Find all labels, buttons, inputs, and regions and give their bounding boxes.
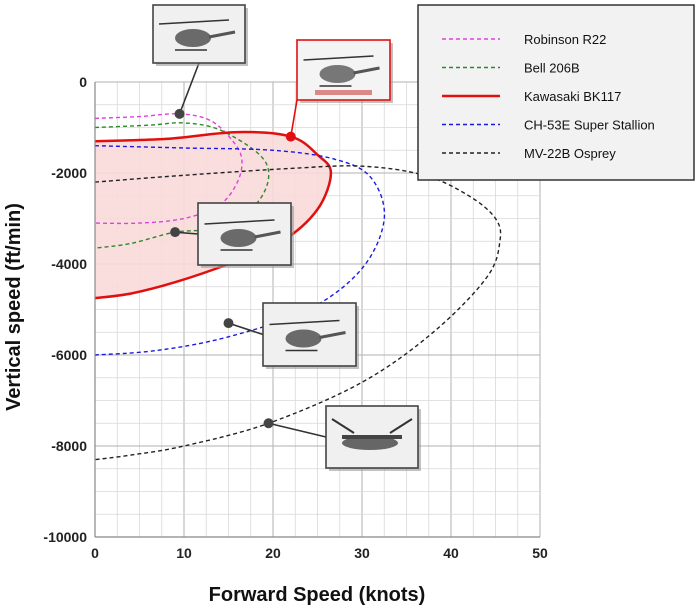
y-tick-label: -8000 (51, 438, 87, 454)
rotor-blade-shape (303, 55, 374, 61)
x-tick-label: 40 (443, 545, 459, 561)
fuselage-shape (285, 329, 322, 348)
tiltrotor-photo-mv22b (325, 405, 421, 471)
callout-marker (223, 318, 234, 329)
rotor-blade-shape (331, 418, 355, 434)
rotor-blade-shape (389, 418, 413, 434)
callout-leader-line (228, 322, 264, 336)
fuselage-shape (319, 65, 356, 83)
x-tick-label: 0 (91, 545, 99, 561)
x-tick-label: 50 (532, 545, 548, 561)
wing-shape (342, 435, 402, 439)
y-tick-label: -10000 (43, 529, 87, 545)
x-tick-label: 30 (354, 545, 370, 561)
y-tick-label: -6000 (51, 347, 87, 363)
callout-leader-line (268, 422, 327, 438)
callout-marker (285, 131, 296, 142)
tail-boom-shape (319, 331, 346, 339)
x-axis-title: Forward Speed (knots) (209, 584, 426, 606)
helicopter-photo-bell-206b (197, 202, 294, 268)
rotor-blade-shape (204, 219, 275, 225)
series-lines (94, 113, 502, 461)
legend-box (417, 4, 695, 181)
tail-boom-shape (208, 30, 236, 39)
y-tick-label: -4000 (51, 256, 87, 272)
callouts (152, 4, 421, 471)
legend-label: Robinson R22 (524, 32, 606, 47)
tail-boom-shape (254, 230, 281, 239)
helicopter-photo-kawasaki-bk117 (296, 39, 393, 103)
y-axis-title: Vertical speed (ft/min) (3, 203, 25, 411)
series-line-ch-53e-super-stallion (94, 145, 386, 356)
legend-label: Bell 206B (524, 61, 580, 76)
y-tick-label: 0 (79, 74, 87, 90)
legend-label: CH-53E Super Stallion (524, 118, 655, 133)
legend-label: Kawasaki BK117 (524, 89, 621, 104)
callout-marker (174, 108, 185, 119)
aircraft-body-shape (342, 436, 398, 450)
callout-marker (263, 418, 274, 429)
helicopter-photo-ch53e (262, 302, 359, 369)
series-line-robinson-r22 (94, 113, 243, 225)
fuselage-shape (220, 229, 257, 247)
x-tick-label: 10 (176, 545, 192, 561)
axes (94, 82, 540, 538)
rotor-blade-shape (269, 319, 340, 326)
x-tick-label: 20 (265, 545, 281, 561)
helicopter-photo-robinson-r22 (152, 4, 248, 66)
callout-marker (170, 227, 181, 238)
series-line-bell-206b (94, 122, 270, 249)
tail-boom-shape (353, 66, 380, 75)
callout-leader-line (290, 99, 298, 137)
legend-label: MV-22B Osprey (524, 146, 616, 161)
tick-labels: 0 10 20 30 40 50 0 -2000 -4000 -6000 -8000 -10000 (43, 74, 548, 561)
series-line-mv-22b-osprey (94, 165, 502, 461)
fuselage-shape (175, 29, 211, 47)
rotor-blade-shape (158, 19, 230, 25)
y-tick-label: -2000 (51, 165, 87, 181)
series-line-kawasaki-bk117 (94, 130, 333, 300)
ground-crowd-shape (315, 90, 372, 95)
callout-leader-line (178, 62, 200, 115)
